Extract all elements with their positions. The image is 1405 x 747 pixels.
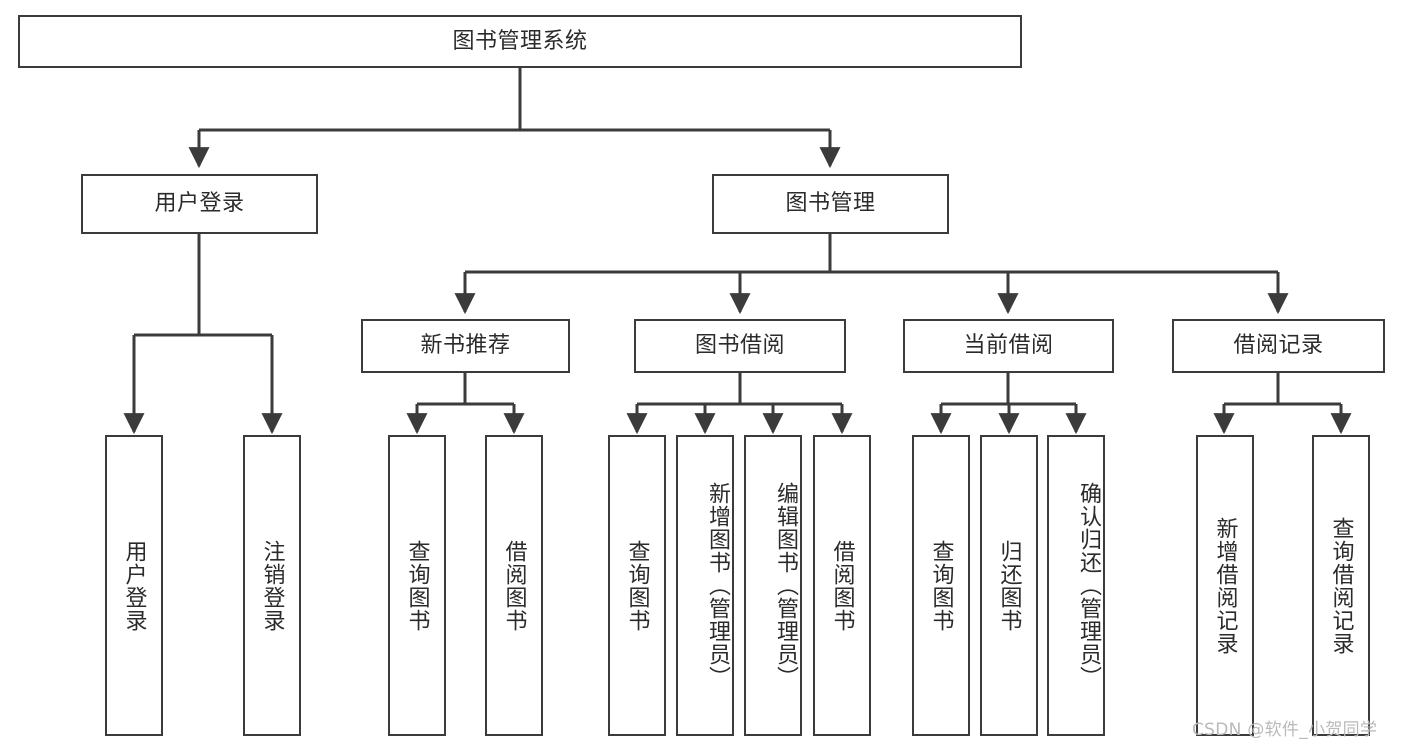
leaf-search-borrow-record-label: 查询借阅记录 xyxy=(1328,516,1354,655)
node-book-borrow-label: 图书借阅 xyxy=(694,333,785,359)
node-current-borrow-label: 当前借阅 xyxy=(963,333,1054,359)
leaf-borrow-book-recommend[interactable]: 借阅图书 xyxy=(485,435,543,736)
leaf-edit-book-admin[interactable]: 编辑图书（管理员） xyxy=(744,435,802,736)
leaf-borrow-book-label: 借阅图书 xyxy=(829,539,855,632)
leaf-search-book-current-label: 查询图书 xyxy=(928,539,954,632)
leaf-search-book-current[interactable]: 查询图书 xyxy=(912,435,970,736)
leaf-add-book-admin-label: 新增图书（管理员） xyxy=(705,482,730,689)
node-root[interactable]: 图书管理系统 xyxy=(18,15,1022,68)
node-new-book-recommend[interactable]: 新书推荐 xyxy=(361,319,570,373)
leaf-user-login[interactable]: 用户登录 xyxy=(105,435,163,736)
leaf-logout[interactable]: 注销登录 xyxy=(243,435,301,736)
leaf-borrow-book[interactable]: 借阅图书 xyxy=(813,435,871,736)
leaf-user-login-label: 用户登录 xyxy=(121,539,147,632)
leaf-add-book-admin[interactable]: 新增图书（管理员） xyxy=(676,435,734,736)
node-new-book-recommend-label: 新书推荐 xyxy=(420,333,511,359)
node-user-login[interactable]: 用户登录 xyxy=(81,174,318,234)
node-root-label: 图书管理系统 xyxy=(452,28,588,54)
leaf-search-book-recommend-label: 查询图书 xyxy=(404,539,430,632)
leaf-borrow-book-recommend-label: 借阅图书 xyxy=(501,539,527,632)
leaf-confirm-return-admin-label: 确认归还（管理员） xyxy=(1076,482,1101,689)
leaf-confirm-return-admin[interactable]: 确认归还（管理员） xyxy=(1047,435,1105,736)
leaf-search-book-borrow-label: 查询图书 xyxy=(624,539,650,632)
node-borrow-record-label: 借阅记录 xyxy=(1233,333,1324,359)
leaf-edit-book-admin-label: 编辑图书（管理员） xyxy=(773,482,798,689)
node-book-borrow[interactable]: 图书借阅 xyxy=(634,319,846,373)
node-book-management-label: 图书管理 xyxy=(785,191,876,217)
leaf-search-borrow-record[interactable]: 查询借阅记录 xyxy=(1312,435,1370,736)
node-book-management[interactable]: 图书管理 xyxy=(712,174,949,234)
leaf-search-book-recommend[interactable]: 查询图书 xyxy=(388,435,446,736)
leaf-return-book-label: 归还图书 xyxy=(996,539,1022,632)
leaf-add-borrow-record-label: 新增借阅记录 xyxy=(1212,516,1238,655)
csdn-watermark: CSDN @软件_小贺同学 xyxy=(1192,720,1378,740)
node-user-login-label: 用户登录 xyxy=(154,191,245,217)
leaf-return-book[interactable]: 归还图书 xyxy=(980,435,1038,736)
leaf-add-borrow-record[interactable]: 新增借阅记录 xyxy=(1196,435,1254,736)
node-current-borrow[interactable]: 当前借阅 xyxy=(903,319,1114,373)
node-borrow-record[interactable]: 借阅记录 xyxy=(1172,319,1385,373)
leaf-logout-label: 注销登录 xyxy=(259,539,285,632)
leaf-search-book-borrow[interactable]: 查询图书 xyxy=(608,435,666,736)
